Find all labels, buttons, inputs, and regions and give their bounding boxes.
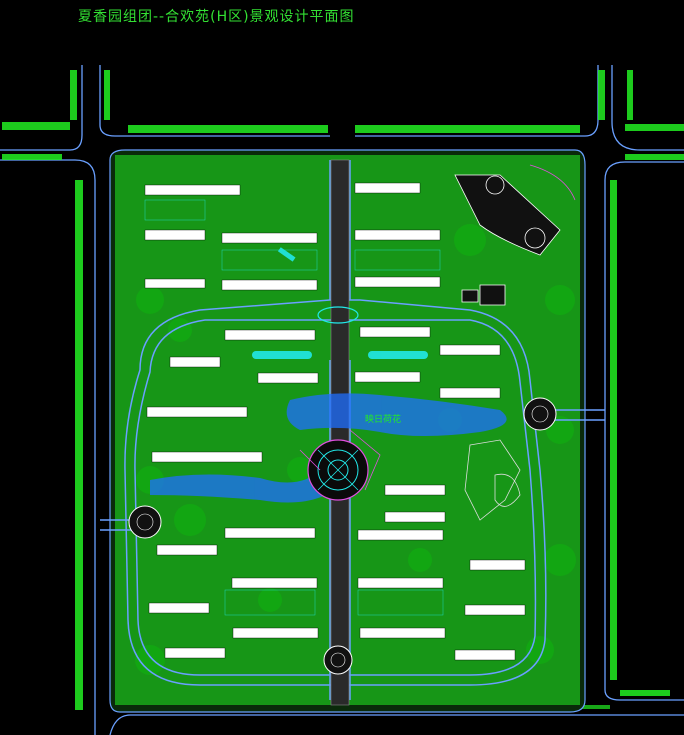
north-plaza <box>317 306 359 324</box>
central-plaza <box>307 439 369 501</box>
roundabouts <box>128 397 557 675</box>
garden-grids <box>144 199 444 616</box>
water-features <box>150 393 507 503</box>
central-axis <box>330 159 350 706</box>
plan-title: 夏香园组团--合欢苑(H区)景观设计平面图 <box>78 9 355 25</box>
decorative-accents <box>299 164 576 491</box>
clubhouse <box>454 174 561 306</box>
linear-pools <box>252 247 428 359</box>
kindergarten <box>464 439 521 521</box>
outer-roads <box>0 65 684 735</box>
water-feature-label: 映日荷花 <box>365 413 401 425</box>
residential-buildings <box>144 182 526 661</box>
